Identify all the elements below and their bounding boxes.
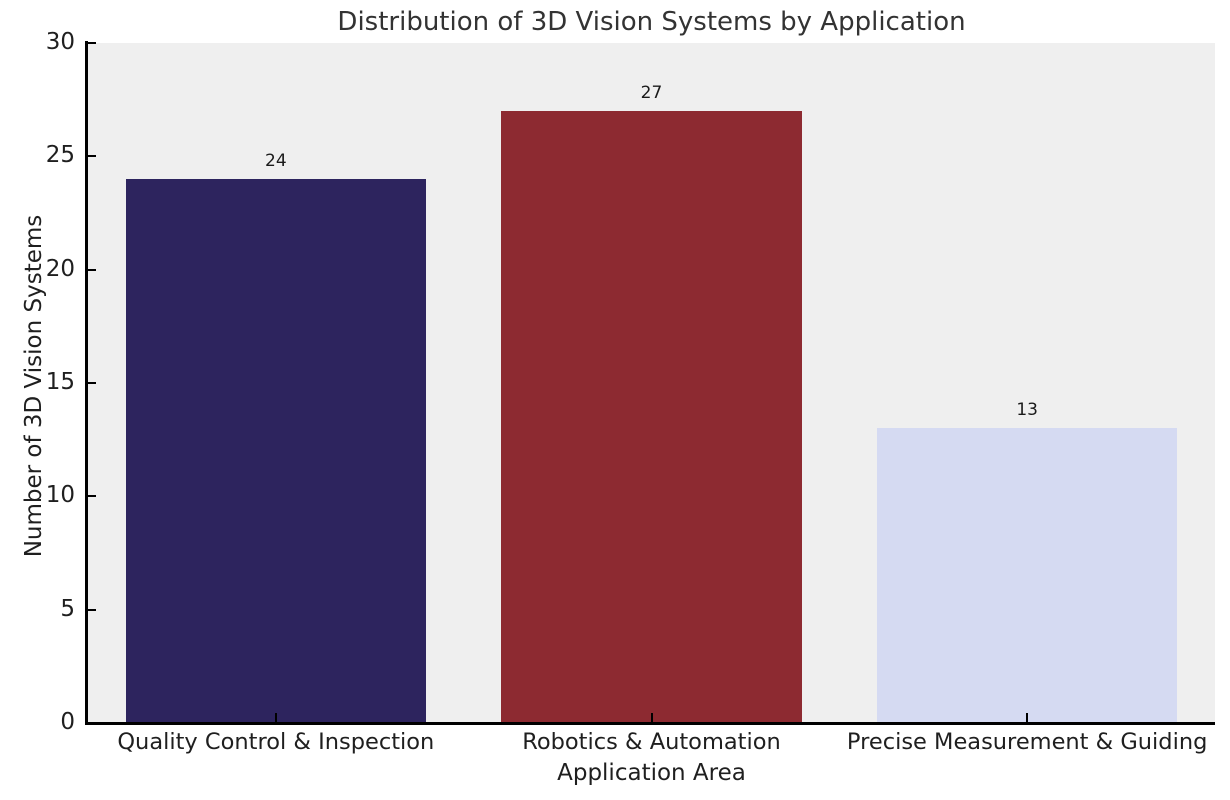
x-axis-title: Application Area xyxy=(557,760,746,786)
y-tick-label-10: 10 xyxy=(45,482,75,509)
x-tick-label-1: Robotics & Automation xyxy=(522,729,781,755)
y-tick-label-5: 5 xyxy=(60,595,75,622)
y-tick-label-30: 30 xyxy=(45,29,75,55)
bar-value-label-1: 27 xyxy=(640,83,663,103)
y-tick-mark-5 xyxy=(88,608,96,611)
x-tick-label-0: Quality Control & Inspection xyxy=(117,729,435,755)
bar-0 xyxy=(125,179,427,723)
x-tick-mark-1 xyxy=(650,713,653,722)
y-tick-mark-20 xyxy=(88,268,96,271)
y-tick-mark-25 xyxy=(88,155,96,158)
y-tick-label-0: 0 xyxy=(60,709,75,735)
y-tick-label-25: 25 xyxy=(45,142,75,169)
y-axis-title: Number of 3D Vision Systems xyxy=(21,214,47,558)
x-tick-label-2: Precise Measurement & Guiding xyxy=(846,729,1208,755)
bar-value-label-2: 13 xyxy=(1016,400,1038,421)
y-tick-label-15: 15 xyxy=(45,369,75,395)
y-tick-mark-30 xyxy=(88,42,96,44)
bar-1 xyxy=(501,111,802,723)
x-axis-spine xyxy=(85,722,1215,725)
y-tick-mark-10 xyxy=(88,495,96,498)
y-tick-label-20: 20 xyxy=(45,255,75,282)
bar-value-label-0: 24 xyxy=(265,151,287,171)
y-axis-spine xyxy=(85,41,88,725)
bar-2 xyxy=(876,428,1178,723)
y-tick-mark-15 xyxy=(88,382,96,384)
x-tick-mark-2 xyxy=(1026,713,1029,722)
plot-area: 24 27 13 xyxy=(88,43,1215,723)
chart-title: Distribution of 3D Vision Systems by App… xyxy=(337,7,966,37)
y-tick-mark-0 xyxy=(88,722,96,724)
x-tick-mark-0 xyxy=(274,713,277,722)
